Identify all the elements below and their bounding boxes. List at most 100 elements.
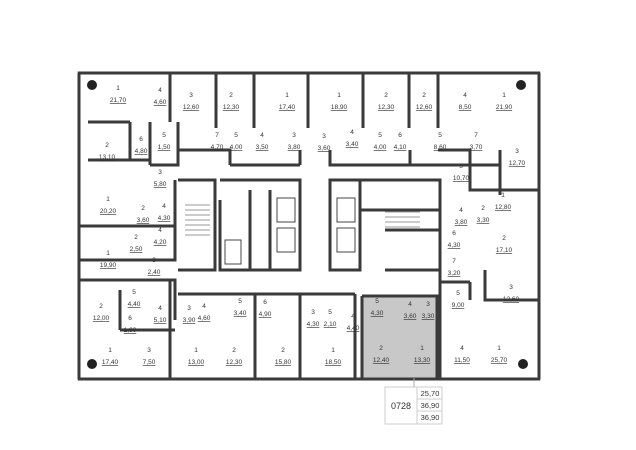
room-number: 1: [285, 92, 289, 99]
room-area: 3,20: [448, 270, 461, 277]
room-area: 4,90: [259, 311, 272, 318]
room-area: 13,00: [188, 359, 205, 366]
room-label: 212,60: [416, 92, 433, 111]
elevators: [224, 197, 356, 265]
room-number: 4: [463, 92, 467, 99]
room-number: 4: [158, 227, 162, 234]
room-area: 2,50: [130, 246, 143, 253]
column-icon: [518, 359, 528, 369]
room-area: 3,80: [288, 144, 301, 151]
room-area: 13,10: [99, 154, 116, 161]
column-icon: [87, 359, 97, 369]
room-area: 4,00: [374, 144, 387, 151]
room-area: 3,30: [422, 313, 435, 320]
room-number: 5: [378, 132, 382, 139]
room-area: 17,40: [102, 359, 119, 366]
room-number: 7: [215, 132, 219, 139]
room-area: 11,50: [454, 357, 470, 364]
room-number: 4: [202, 303, 206, 310]
room-number: 3: [292, 132, 296, 139]
room-area: 3,30: [477, 217, 490, 224]
room-label: 54,40: [128, 289, 141, 308]
room-area: 4,40: [128, 301, 141, 308]
room-label: 44,40: [347, 313, 360, 332]
room-area: 12,30: [378, 104, 395, 111]
room-area: 1,90: [124, 327, 137, 334]
room-area: 4,30: [448, 242, 461, 249]
room-label: 64,80: [135, 136, 148, 155]
column-icon: [87, 80, 97, 90]
room-label: 61,90: [124, 315, 137, 334]
room-number: 2: [281, 347, 285, 354]
room-area: 4,30: [371, 310, 384, 317]
room-area: 15,80: [275, 359, 292, 366]
elevator-icon: [336, 197, 356, 223]
room-label: 312,60: [183, 92, 200, 111]
room-area: 4,10: [394, 144, 407, 151]
apartment-number: 0728: [391, 401, 411, 411]
room-number: 1: [331, 347, 335, 354]
room-number: 4: [408, 301, 412, 308]
room-number: 6: [139, 136, 143, 143]
room-label: 112,80: [495, 192, 512, 211]
room-number: 3: [426, 301, 430, 308]
room-area: 13,30: [414, 357, 431, 364]
room-number: 2: [379, 345, 383, 352]
room-area: 4,70: [211, 144, 224, 151]
room-area: 21,90: [496, 104, 513, 111]
columns: [87, 80, 528, 369]
room-label: 43,40: [346, 129, 359, 148]
room-number: 3: [189, 92, 193, 99]
room-area: 5,10: [154, 317, 167, 324]
room-number: 4: [260, 132, 264, 139]
room-area: 3,40: [346, 141, 359, 148]
room-label: 118,90: [331, 92, 348, 111]
room-label: 411,50: [454, 345, 470, 364]
room-number: 1: [108, 347, 112, 354]
room-number: 3: [509, 284, 513, 291]
room-area: 3,70: [470, 144, 483, 151]
room-number: 4: [459, 207, 463, 214]
room-area: 2,10: [324, 321, 337, 328]
room-label: 23,30: [477, 205, 490, 224]
room-area: 18,50: [325, 359, 342, 366]
room-label: 37,50: [143, 347, 156, 366]
room-number: 5: [438, 132, 442, 139]
room-number: 3: [158, 169, 162, 176]
room-label: 48,50: [459, 92, 472, 111]
room-area: 20,20: [100, 208, 117, 215]
room-label: 125,70: [491, 345, 508, 364]
room-number: 4: [158, 87, 162, 94]
room-number: 1: [337, 92, 341, 99]
room-area: 1,50: [158, 144, 171, 151]
room-number: 4: [351, 313, 355, 320]
room-label: 32,40: [148, 257, 161, 276]
room-number: 1: [501, 192, 505, 199]
room-label: 212,30: [378, 92, 395, 111]
room-area: 12,60: [416, 104, 433, 111]
highlighted-apartment[interactable]: [362, 296, 437, 378]
room-label: 113,00: [188, 347, 205, 366]
room-label: 212,30: [226, 347, 243, 366]
room-area: 3,50: [256, 144, 269, 151]
room-label: 59,00: [452, 290, 465, 309]
room-label: 43,80: [455, 207, 468, 226]
elevator-icon: [276, 197, 296, 223]
room-label: 22,50: [130, 234, 143, 253]
column-icon: [516, 80, 526, 90]
room-label: 23,60: [137, 205, 150, 224]
room-number: 2: [502, 235, 506, 242]
room-area: 4,20: [154, 239, 167, 246]
room-number: 2: [384, 92, 388, 99]
room-number: 7: [474, 132, 478, 139]
room-number: 4: [350, 129, 354, 136]
room-label: 74,70: [211, 132, 224, 151]
room-label: 64,90: [259, 299, 272, 318]
room-area: 3,40: [234, 310, 247, 317]
room-number: 1: [502, 92, 506, 99]
room-number: 2: [141, 205, 145, 212]
room-number: 6: [452, 230, 456, 237]
room-area: 17,40: [279, 104, 296, 111]
room-number: 4: [162, 203, 166, 210]
